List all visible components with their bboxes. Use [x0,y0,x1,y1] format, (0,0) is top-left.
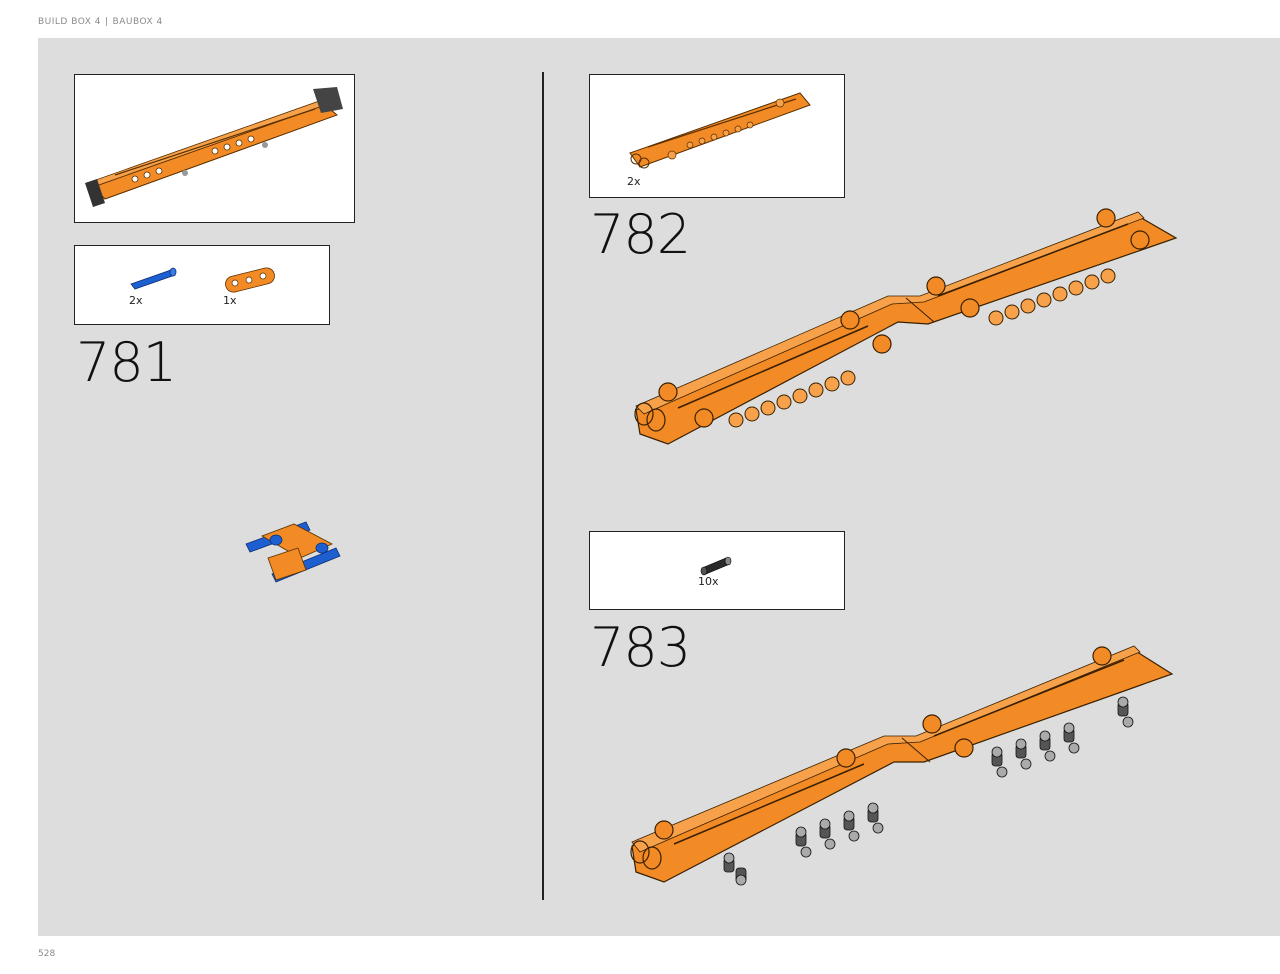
column-divider [542,72,544,900]
step-783-parts-box: 10x [589,531,845,610]
step-783-number: 783 [590,616,691,679]
step-782-assembly [634,208,1178,445]
subassembly-callout [74,74,355,223]
page-number: 528 [38,949,56,959]
step-781-part-2-qty: 1x [223,294,237,307]
page-header: BUILD BOX 4 |BAUBOX 4 [38,17,163,27]
step-781-number: 781 [76,331,177,394]
black-connector-pin-icon [700,556,732,576]
header-right: BAUBOX 4 [112,17,163,27]
orange-panel-icon [629,92,811,169]
step-781-parts-box: 2x 1x [74,245,330,325]
subassembly-beam-icon [85,87,343,207]
orange-beam-3-icon [225,267,275,293]
header-left: BUILD BOX 4 [38,17,101,27]
step-782-parts-box: 2x [589,74,845,198]
step-781-assembly [245,521,341,583]
header-separator: | [105,17,109,27]
step-783-part-1-qty: 10x [698,575,719,588]
connector-pins [723,696,1134,886]
blue-axle-pin-icon [130,267,177,290]
step-782-number: 782 [590,203,691,266]
step-782-part-1-qty: 2x [627,175,641,188]
step-783-assembly [630,645,1174,886]
step-781-part-1-qty: 2x [129,294,143,307]
